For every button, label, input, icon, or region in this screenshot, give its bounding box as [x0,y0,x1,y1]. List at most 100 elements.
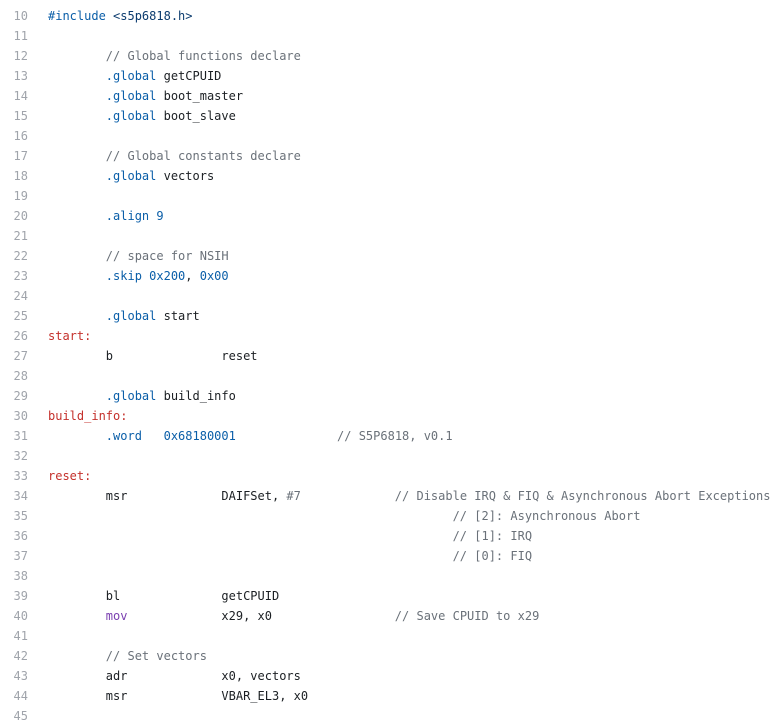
code-line[interactable]: 20 .align 9 [0,206,774,226]
label-token: build_info: [48,409,128,423]
code-text: msr VBAR_EL3, x0 [48,689,309,703]
code-text [48,389,106,403]
code-text: x29, x0 [127,609,395,623]
code-text [48,309,106,323]
line-number: 43 [13,669,28,683]
code-line[interactable]: 18 .global vectors [0,166,774,186]
directive-token: .global [105,309,157,323]
line-number: 42 [13,649,28,663]
code-line[interactable]: 19 [0,186,774,206]
comment-token: // [0]: FIQ [452,549,533,563]
directive-token: .global [105,169,157,183]
code-line[interactable]: 43 adr x0, vectors [0,666,774,686]
line-number: 31 [13,429,28,443]
include-path-token: <s5p6818.h> [113,9,193,23]
label-token: reset: [48,469,92,483]
code-text: boot_master [156,89,244,103]
comment-token: // Disable IRQ & FIQ & Asynchronous Abor… [394,489,771,503]
comment-token: // Save CPUID to x29 [394,609,540,623]
immediate-token: #7 [286,489,301,503]
code-content: // Set vectors [48,646,207,666]
code-content: msr VBAR_EL3, x0 [48,686,308,706]
line-number: 13 [13,69,28,83]
line-number: 23 [13,269,28,283]
line-number: 18 [13,169,28,183]
comment-token: // space for NSIH [105,249,229,263]
code-line[interactable]: 45 [0,706,774,726]
code-line[interactable]: 17 // Global constants declare [0,146,774,166]
code-line[interactable]: 40 mov x29, x0 // Save CPUID to x29 [0,606,774,626]
code-line[interactable]: 33 reset: [0,466,774,486]
line-number: 28 [13,369,28,383]
label-token: start: [48,329,92,343]
code-line[interactable]: 24 [0,286,774,306]
number-token: 0x00 [199,269,229,283]
code-line[interactable]: 21 [0,226,774,246]
code-line[interactable]: 10#include <s5p6818.h> [0,6,774,26]
code-content: // Global functions declare [48,46,301,66]
code-line[interactable]: 25 .global start [0,306,774,326]
keyword-token: mov [105,609,128,623]
code-line[interactable]: 22 // space for NSIH [0,246,774,266]
code-line[interactable]: 37 // [0]: FIQ [0,546,774,566]
code-content: // space for NSIH [48,246,229,266]
code-text [48,429,106,443]
code-content: mov x29, x0 // Save CPUID to x29 [48,606,540,626]
code-text: b reset [48,349,258,363]
code-text [48,269,106,283]
code-line[interactable]: 39 bl getCPUID [0,586,774,606]
code-line[interactable]: 14 .global boot_master [0,86,774,106]
code-line[interactable]: 26 start: [0,326,774,346]
code-content: start: [48,326,91,346]
code-content: .global vectors [48,166,214,186]
code-line[interactable]: 41 [0,626,774,646]
code-line[interactable]: 42 // Set vectors [0,646,774,666]
code-text [48,169,106,183]
directive-token: .global [105,389,157,403]
code-line[interactable]: 29 .global build_info [0,386,774,406]
line-number: 22 [13,249,28,263]
code-text [48,69,106,83]
code-line[interactable]: 36 // [1]: IRQ [0,526,774,546]
code-content: .global start [48,306,200,326]
comment-token: // [1]: IRQ [452,529,533,543]
code-content: .align 9 [48,206,164,226]
code-content: reset: [48,466,91,486]
code-line[interactable]: 23 .skip 0x200, 0x00 [0,266,774,286]
code-content: #include <s5p6818.h> [48,6,193,26]
code-content: .skip 0x200, 0x00 [48,266,229,286]
code-line[interactable]: 27 b reset [0,346,774,366]
code-content: .global build_info [48,386,236,406]
code-text [48,509,453,523]
comment-token: // S5P6818, v0.1 [337,429,453,443]
line-number: 20 [13,209,28,223]
comment-token: // Set vectors [105,649,207,663]
code-text: vectors [156,169,215,183]
code-text: , [185,269,200,283]
line-number: 40 [13,609,28,623]
directive-token: .global [105,109,157,123]
code-content: msr DAIFSet, #7 // Disable IRQ & FIQ & A… [48,486,771,506]
code-text [48,49,106,63]
code-line[interactable]: 13 .global getCPUID [0,66,774,86]
code-line[interactable]: 11 [0,26,774,46]
line-number: 26 [13,329,28,343]
code-line[interactable]: 28 [0,366,774,386]
code-line[interactable]: 31 .word 0x68180001 // S5P6818, v0.1 [0,426,774,446]
code-text: boot_slave [156,109,236,123]
code-line[interactable]: 12 // Global functions declare [0,46,774,66]
code-line[interactable]: 38 [0,566,774,586]
line-number: 33 [13,469,28,483]
code-line[interactable]: 35 // [2]: Asynchronous Abort [0,506,774,526]
code-line[interactable]: 34 msr DAIFSet, #7 // Disable IRQ & FIQ … [0,486,774,506]
comment-token: // Global constants declare [105,149,301,163]
code-content: .global getCPUID [48,66,222,86]
code-line[interactable]: 16 [0,126,774,146]
directive-token: .align [105,209,150,223]
code-text [48,149,106,163]
code-line[interactable]: 32 [0,446,774,466]
code-line[interactable]: 44 msr VBAR_EL3, x0 [0,686,774,706]
code-line[interactable]: 15 .global boot_slave [0,106,774,126]
